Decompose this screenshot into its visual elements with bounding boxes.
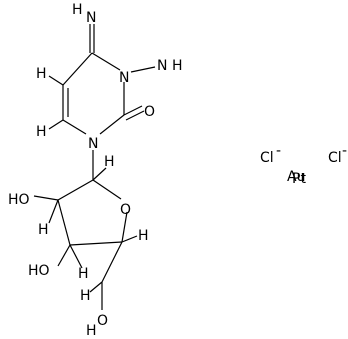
c2p-h-label: H bbox=[38, 222, 49, 238]
bond-c5p-h bbox=[89, 281, 103, 293]
c4p-h-label: H bbox=[138, 228, 149, 244]
bond-c2-o bbox=[123, 105, 143, 116]
c3p-h-label: H bbox=[78, 266, 89, 282]
bond-c4p-c5p bbox=[101, 241, 123, 283]
oh5-o-label: O bbox=[97, 313, 108, 329]
ho2-label: HO bbox=[8, 192, 30, 208]
ring-o-label: O bbox=[120, 202, 131, 218]
bond-c3p-h bbox=[69, 244, 83, 269]
n3-label: N bbox=[119, 70, 129, 86]
c5-h-label: H bbox=[36, 66, 47, 82]
bond-c6-n1 bbox=[62, 119, 87, 135]
amino-n-label: N bbox=[157, 58, 167, 74]
bond-c2p-h bbox=[48, 199, 59, 224]
imine-h-label: H bbox=[72, 2, 83, 18]
bond-c1p-c2p bbox=[57, 179, 94, 201]
chloride-left-charge: - bbox=[276, 143, 281, 159]
chloride-left-label: Cl bbox=[260, 150, 274, 166]
carbonyl-o-label: O bbox=[144, 104, 155, 120]
chloride-right-label: Cl bbox=[328, 150, 342, 166]
c5p-h-label: H bbox=[80, 288, 91, 304]
amino-h-label: H bbox=[172, 58, 183, 74]
ions: Cl - Au Pt Cl - bbox=[260, 143, 347, 187]
bond-c2p-c3p bbox=[57, 199, 71, 246]
sugar-ring bbox=[33, 150, 138, 310]
bond-c5-h bbox=[48, 75, 64, 86]
bond-c2-n1 bbox=[99, 114, 125, 135]
metal-top-label: Au bbox=[287, 169, 305, 185]
bond-c4-c5 bbox=[62, 52, 93, 86]
imine-n-label: N bbox=[86, 10, 96, 26]
ho3-label: HO bbox=[28, 263, 50, 279]
pyrimidine-ring bbox=[48, 24, 156, 135]
bond-c3p-oh bbox=[57, 244, 71, 267]
bond-c1p-h bbox=[92, 167, 107, 181]
bond-oring-c4p bbox=[121, 211, 128, 243]
metal-overlap-label: Pt bbox=[292, 171, 306, 187]
oh5-h-label: H bbox=[86, 323, 97, 339]
bond-c1p-oring bbox=[92, 179, 122, 200]
bond-c3p-c4p bbox=[69, 241, 123, 246]
c6-h-label: H bbox=[36, 124, 47, 140]
c1p-h-label: H bbox=[104, 154, 115, 170]
bond-n3-namino bbox=[130, 66, 156, 73]
bond-c2-o-2 bbox=[125, 110, 145, 121]
chloride-right-charge: - bbox=[342, 143, 347, 159]
n1-label: N bbox=[88, 136, 98, 152]
bond-c4p-h bbox=[121, 235, 138, 243]
bond-c2p-oh bbox=[33, 195, 59, 201]
bond-c6-h bbox=[48, 119, 64, 130]
atom-labels: H N N N H N O H H O H HO H HO H H H O H bbox=[8, 2, 183, 339]
bond-c4-n3 bbox=[91, 52, 121, 71]
